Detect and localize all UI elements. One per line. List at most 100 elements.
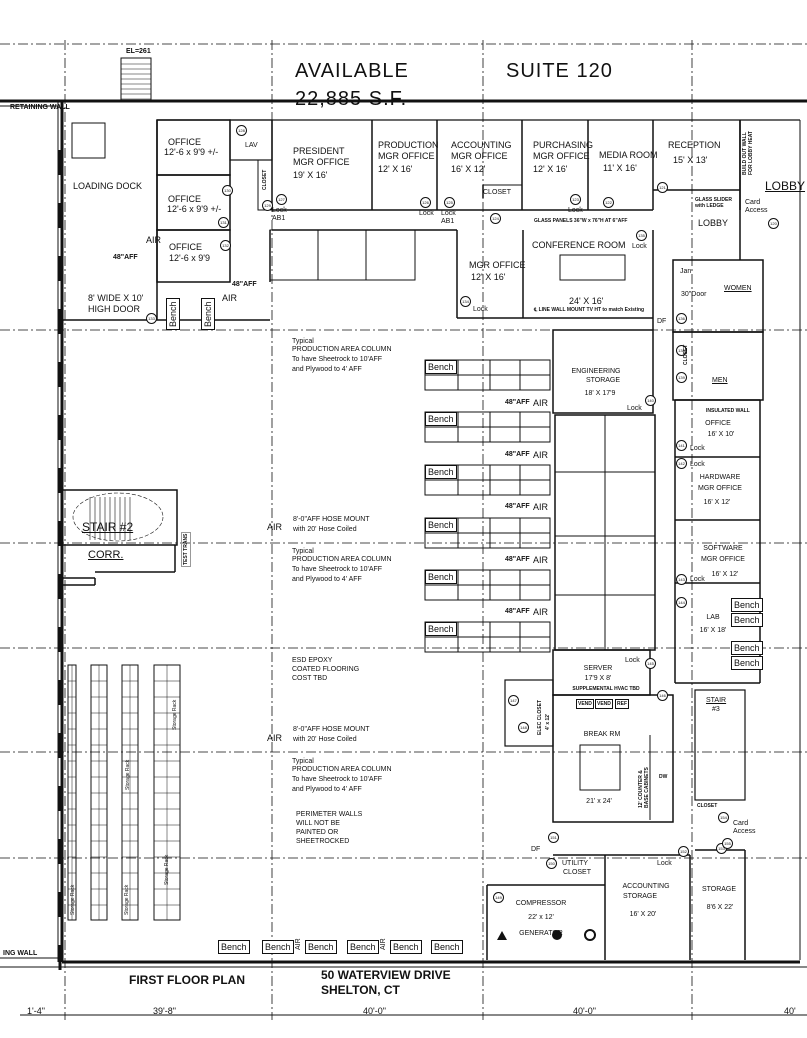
- air-label: AIR: [380, 938, 387, 950]
- wall: [552, 329, 654, 414]
- dimension-5: 40': [784, 1006, 796, 1016]
- dock-door-l2: HIGH DOOR: [88, 304, 141, 314]
- reception-size: 15' X 13': [673, 155, 708, 165]
- stair-3-name: STAIR: [706, 697, 727, 704]
- office-right-name: OFFICE: [705, 420, 731, 427]
- door-tag: 128: [236, 125, 247, 136]
- bench: Bench: [425, 518, 457, 532]
- accounting-size: 16' X 12': [451, 164, 486, 174]
- president-name-2: MGR OFFICE: [293, 157, 350, 167]
- break-table: [579, 744, 621, 791]
- purchasing-name-1: PURCHASING: [533, 140, 594, 150]
- compressor-size: 22' x 12': [528, 914, 554, 921]
- conference-table: [559, 254, 626, 281]
- air-label: AIR: [533, 502, 549, 512]
- closet-stair-label: CLOSET: [697, 803, 718, 809]
- exterior-stair: [120, 57, 152, 103]
- compressor-name: COMPRESSOR: [515, 900, 567, 907]
- lock-label: Lock: [627, 405, 642, 412]
- storage-rack-label-3: Storage Rack: [164, 854, 170, 885]
- door-tag: 121: [657, 182, 668, 193]
- lobby-right-label: LOBBY: [765, 179, 806, 193]
- engineering-name-1: ENGINEERING: [571, 368, 621, 375]
- mgr-office-size: 12' X 16': [471, 272, 506, 282]
- test-trans-label: TEST TRANS: [181, 531, 191, 567]
- door-tag: 136: [676, 313, 687, 324]
- door-30-label: 30"Door: [681, 291, 707, 298]
- card-access-1-l1: Card: [745, 199, 761, 206]
- bench: Bench: [425, 412, 457, 426]
- office-2-size: 12'-6 x 9'9 +/-: [167, 204, 222, 214]
- server-name: SERVER: [583, 665, 613, 672]
- accounting-name-1: ACCOUNTING: [451, 140, 512, 150]
- df-2-label: DF: [531, 846, 541, 853]
- storage-rack-label-2: Storage Rack: [125, 759, 131, 790]
- mens-room: [672, 331, 764, 401]
- acct-storage-size: 16' X 20': [629, 911, 657, 918]
- acct-storage-name-2: STORAGE: [622, 893, 658, 900]
- purchasing-size: 12' X 16': [533, 164, 568, 174]
- lock-label: Lock: [419, 210, 434, 217]
- jan-label: Jan: [680, 268, 692, 275]
- lab-size: 16' X 18': [699, 627, 727, 634]
- lab-bench: Bench: [731, 656, 763, 670]
- stair-3-num: #3: [712, 706, 720, 713]
- dimension-4: 40'-0": [573, 1006, 596, 1016]
- door-tag: 147: [508, 695, 519, 706]
- address-line-2: SHELTON, CT: [321, 983, 400, 997]
- door-tag: 151: [548, 832, 559, 843]
- production-size: 12' X 16': [378, 164, 413, 174]
- note-line: PAINTED OR: [296, 829, 339, 836]
- door-tag: 150: [546, 858, 557, 869]
- office-2-name: OFFICE: [168, 194, 201, 204]
- lock-label: Lock: [625, 657, 640, 664]
- air-height-label: 48"AFF: [505, 451, 530, 458]
- door-tag: 126: [420, 197, 431, 208]
- available-label: AVAILABLE: [295, 60, 409, 82]
- glass-panels-note: GLASS PANELS 36"W x 76"H AT 6"AFF: [534, 218, 628, 224]
- note-line: 8'-0"AFF HOSE MOUNT: [293, 726, 370, 733]
- door-tag: 152: [678, 846, 689, 857]
- note-line: SHEETROCKED: [296, 838, 350, 845]
- lock-label: Lock: [657, 860, 672, 867]
- note-line: Typical: [292, 338, 314, 345]
- lab-bench: Bench: [731, 641, 763, 655]
- lock-ab1-label: AB1: [441, 218, 455, 225]
- office-1-size: 12'-6 x 9'9 +/-: [164, 147, 219, 157]
- note-line: PRODUCTION AREA COLUMN: [292, 766, 392, 773]
- door-tag: 122: [603, 197, 614, 208]
- door-tag: 133: [146, 313, 157, 324]
- lab-bench: Bench: [731, 613, 763, 627]
- software-size: 16' X 12': [711, 571, 739, 578]
- dock-leveler: [71, 122, 106, 159]
- air-label: AIR: [222, 293, 238, 303]
- generator-icon: [552, 930, 562, 940]
- president-size: 19' X 16': [293, 170, 328, 180]
- closet-restroom-label: CLOSET: [683, 344, 689, 365]
- stair-3: [694, 689, 746, 801]
- warning-icon: [497, 931, 507, 940]
- air-label: AIR: [533, 398, 549, 408]
- air-label: AIR: [533, 555, 549, 565]
- note-line: WILL NOT BE: [296, 820, 340, 827]
- note-line: COST TBD: [292, 675, 328, 682]
- production-name-2: MGR OFFICE: [378, 151, 435, 161]
- note-line: To have Sheetrock to 10'AFF: [292, 356, 383, 363]
- closet-accounting-label: CLOSET: [483, 189, 512, 196]
- corridor-label: CORR.: [88, 549, 124, 561]
- break-room-size: 21' x 24': [586, 798, 612, 805]
- vending-2: VEND: [595, 699, 613, 709]
- door-tag: 127: [276, 194, 287, 205]
- door-tag: 130: [222, 185, 233, 196]
- door-tag: 135: [636, 230, 647, 241]
- note-line: PRODUCTION AREA COLUMN: [292, 346, 392, 353]
- air-label: AIR: [295, 938, 302, 950]
- lav-label: LAV: [245, 142, 258, 149]
- elec-closet-name: ELEC CLOSET: [537, 699, 543, 735]
- elec-closet-size: 4' x 12': [545, 713, 551, 730]
- hardware-name-1: HARDWARE: [699, 474, 741, 481]
- tv-note: ℄ LINE WALL MOUNT TV HT to match Existin…: [534, 307, 645, 313]
- note-line: PERIMETER WALLS: [296, 811, 363, 818]
- conference-room-size: 24' X 16': [569, 296, 604, 306]
